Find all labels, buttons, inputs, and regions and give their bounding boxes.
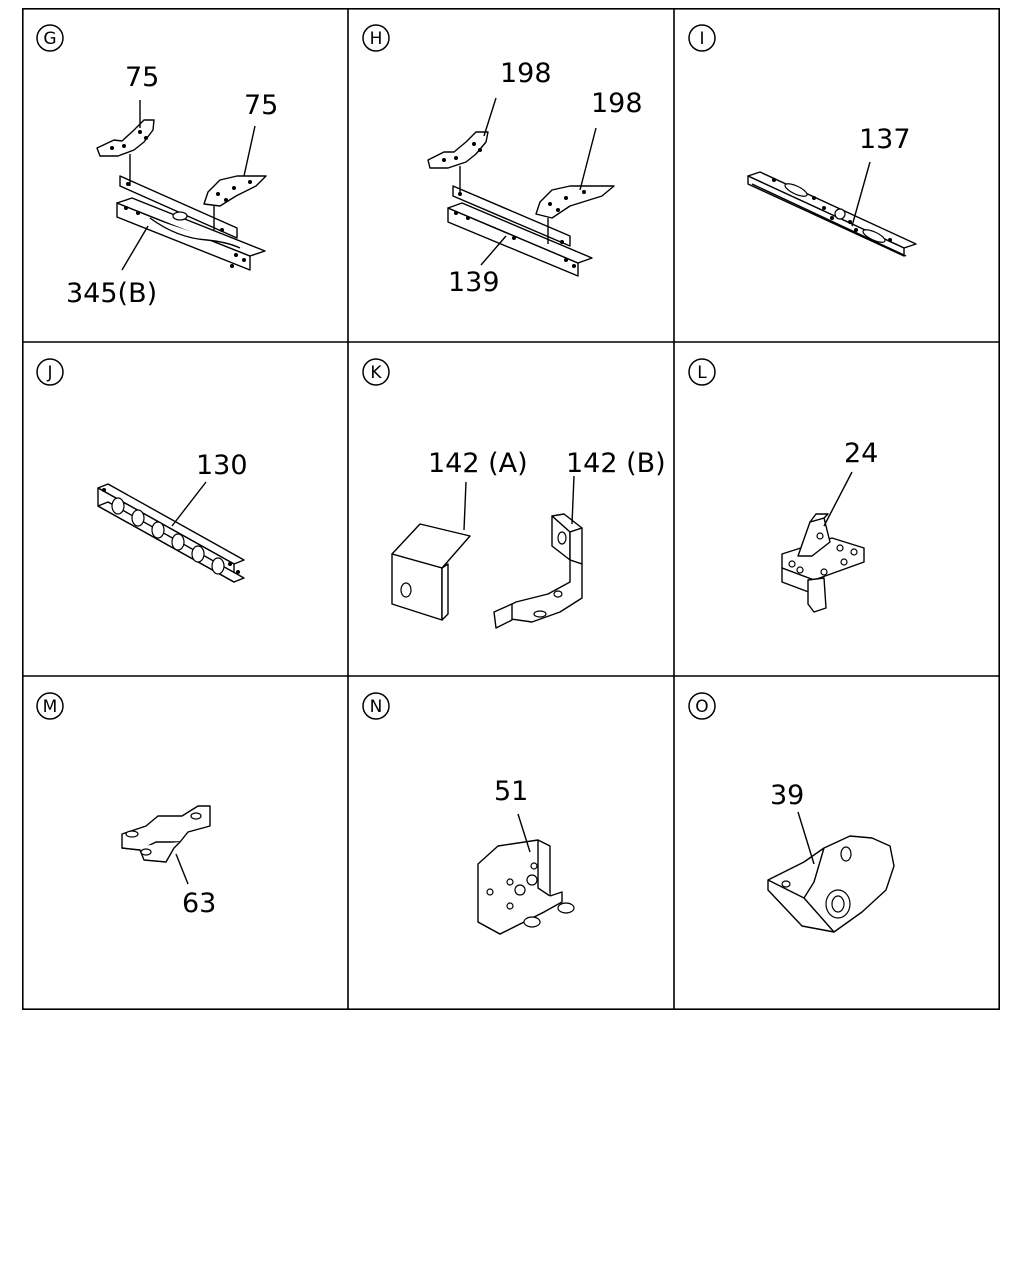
panel-l: L 24 xyxy=(674,342,1000,676)
svg-text:K: K xyxy=(370,363,382,383)
panel-j: J 130 xyxy=(22,342,348,676)
bracket-142b-drawing xyxy=(493,513,583,629)
bracket-63-drawing xyxy=(121,805,211,863)
panel-letter-n: N xyxy=(362,692,390,720)
panel-letter-l: L xyxy=(688,358,716,386)
label-198-right: 198 xyxy=(591,88,643,119)
leader-51 xyxy=(517,813,531,853)
bracket-75-right-drawing xyxy=(203,175,267,230)
label-75-right: 75 xyxy=(244,90,278,121)
label-345b: 345(B) xyxy=(66,278,157,309)
bracket-142a-drawing xyxy=(391,523,471,621)
crossmember-137-drawing xyxy=(747,171,917,257)
svg-text:L: L xyxy=(697,363,707,383)
label-139: 139 xyxy=(448,267,500,298)
crossmember-130-drawing xyxy=(97,483,245,583)
bracket-75-left-drawing xyxy=(96,119,155,186)
leader-39 xyxy=(797,811,815,865)
label-75-left: 75 xyxy=(125,62,159,93)
grid-lines xyxy=(22,8,1000,1010)
leader-63 xyxy=(175,853,189,885)
panel-letter-i: I xyxy=(688,24,716,52)
label-130: 130 xyxy=(196,450,248,481)
panel-h: H xyxy=(348,8,674,342)
bracket-51-drawing xyxy=(477,839,575,935)
svg-text:G: G xyxy=(43,29,56,49)
panel-letter-k: K xyxy=(362,358,390,386)
parts-diagram-grid: G xyxy=(22,8,1000,1010)
panel-g: G xyxy=(22,8,348,342)
panel-letter-j: J xyxy=(36,358,64,386)
leader-24 xyxy=(823,471,853,527)
bracket-198-right-drawing xyxy=(535,185,615,244)
leader-130 xyxy=(171,481,207,527)
panel-m: M 63 xyxy=(22,676,348,1010)
leader-198-right xyxy=(579,127,597,191)
leader-75-right xyxy=(243,125,256,177)
label-63: 63 xyxy=(182,888,216,919)
leader-137 xyxy=(851,161,871,227)
panel-n: N 51 xyxy=(348,676,674,1010)
bracket-39-drawing xyxy=(767,835,895,933)
panel-letter-o: O xyxy=(688,692,716,720)
svg-text:H: H xyxy=(370,29,383,49)
panel-o: O 39 xyxy=(674,676,1000,1010)
bracket-198-left-drawing xyxy=(427,131,489,194)
leader-142b xyxy=(571,475,575,525)
crossmember-139-drawing xyxy=(447,185,593,277)
label-39: 39 xyxy=(770,780,804,811)
panel-k: K 142 (A) 142 (B) xyxy=(348,342,674,676)
panel-letter-g: G xyxy=(36,24,64,52)
panel-i: I 137 xyxy=(674,8,1000,342)
label-142b: 142 (B) xyxy=(566,448,666,479)
panel-letter-m: M xyxy=(36,692,64,720)
label-24: 24 xyxy=(844,438,878,469)
leader-142a xyxy=(463,481,467,531)
svg-text:J: J xyxy=(46,363,52,383)
svg-text:N: N xyxy=(370,697,383,717)
panel-letter-h: H xyxy=(362,24,390,52)
bracket-24-drawing xyxy=(781,513,865,613)
svg-text:M: M xyxy=(43,697,58,717)
label-51: 51 xyxy=(494,776,528,807)
leader-198-left xyxy=(483,97,497,137)
label-142a: 142 (A) xyxy=(428,448,528,479)
leader-139 xyxy=(480,235,507,266)
label-198-left: 198 xyxy=(500,58,552,89)
crossmember-345b-drawing xyxy=(116,175,266,271)
svg-text:O: O xyxy=(695,697,708,717)
svg-text:I: I xyxy=(699,29,704,49)
leader-345b xyxy=(121,225,149,271)
label-137: 137 xyxy=(859,124,911,155)
